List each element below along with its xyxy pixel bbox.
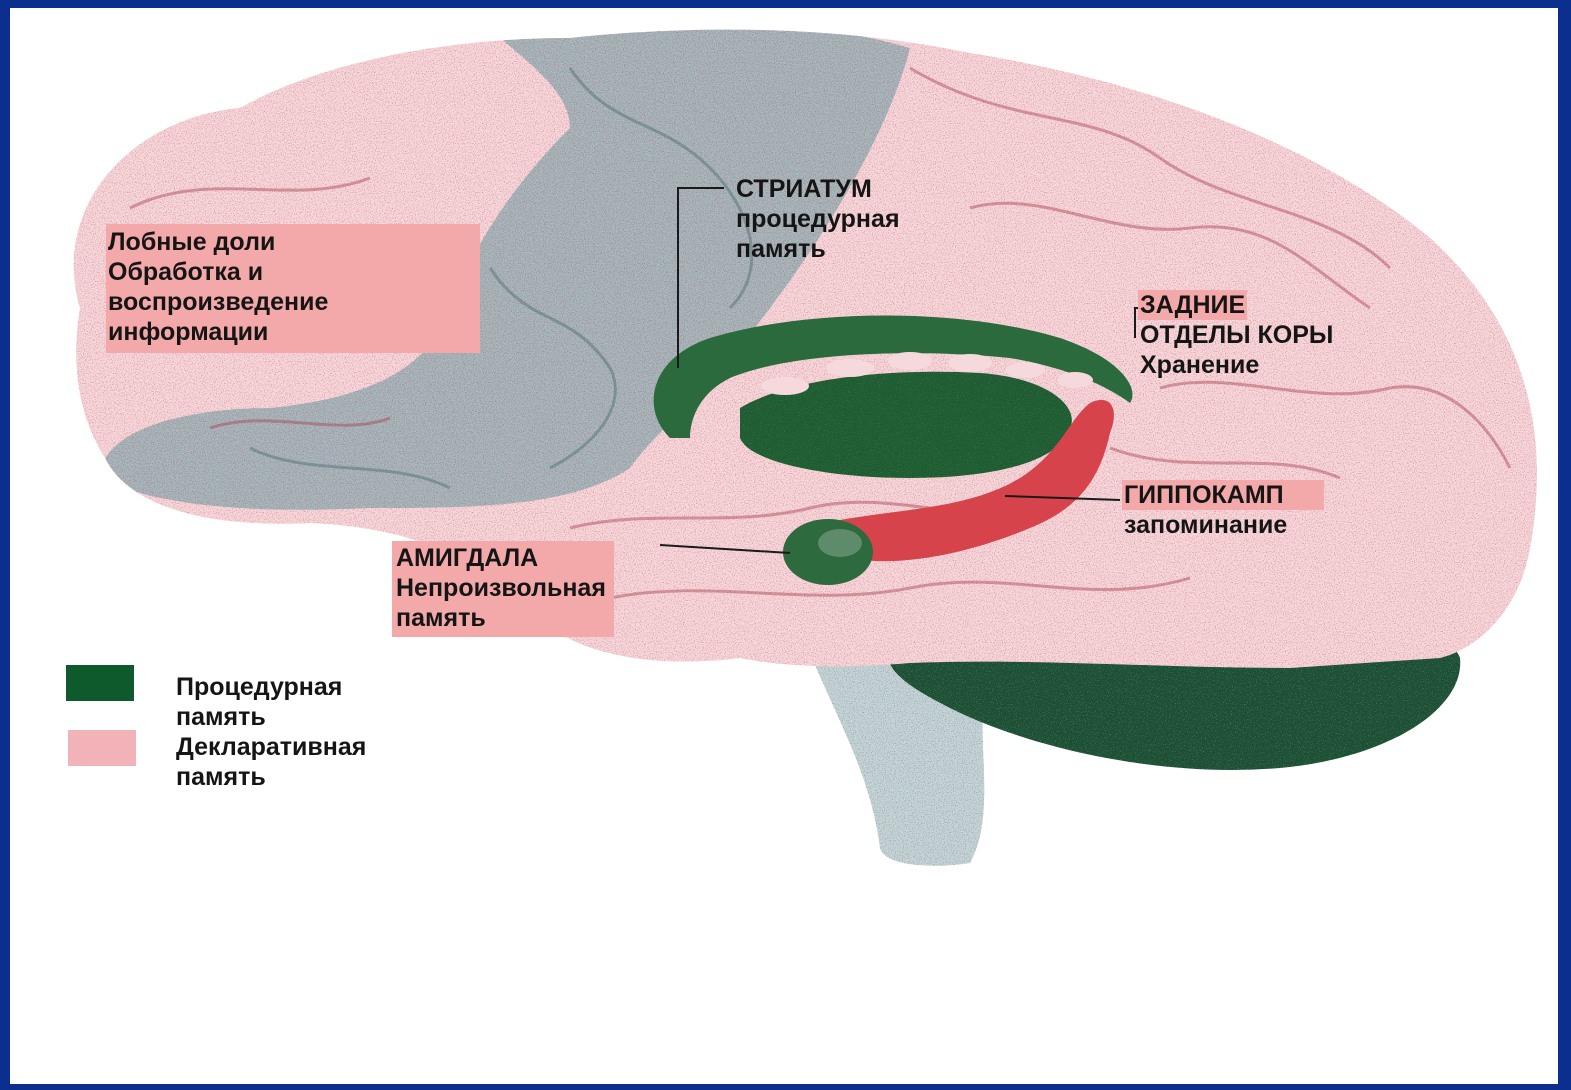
- striatum-label-line-1: СТРИАТУМ: [734, 174, 902, 204]
- amygdala-label: АМИГДАЛА Непроизвольная память: [392, 541, 614, 637]
- frontal-lobe-label: Лобные доли Обработка и воспроизведение …: [106, 224, 480, 353]
- posterior-cortex-label: ЗАДНИЕ ОТДЕЛЫ КОРЫ Хранение: [1138, 290, 1335, 380]
- legend-label-declarative: Декларативная память: [176, 732, 366, 792]
- legend-procedural-line-2: память: [176, 702, 342, 732]
- legend-swatch-declarative: [68, 730, 136, 766]
- striatum-label-line-2: процедурная: [734, 204, 902, 234]
- hippocampus-label: ГИППОКАМП запоминание: [1122, 480, 1324, 540]
- frontal-label-line-3: воспроизведение: [106, 287, 480, 317]
- legend-declarative-line-1: Декларативная: [176, 732, 366, 762]
- amygdala-label-line-3: память: [394, 603, 608, 633]
- brain-illustration: [10, 8, 1558, 1084]
- frontal-label-line-4: информации: [106, 317, 480, 347]
- legend-swatch-procedural: [66, 665, 134, 701]
- posterior-label-line-1: ЗАДНИЕ: [1138, 290, 1247, 320]
- amygdala-label-line-1: АМИГДАЛА: [394, 543, 608, 573]
- legend-label-procedural: Процедурная память: [176, 672, 342, 732]
- striatum-label-line-3: память: [734, 234, 902, 264]
- hippocampus-label-line-1: ГИППОКАМП: [1122, 480, 1324, 510]
- hippocampus-label-line-2: запоминание: [1122, 510, 1324, 540]
- slide-canvas: Лобные доли Обработка и воспроизведение …: [10, 8, 1558, 1084]
- frontal-label-line-2: Обработка и: [106, 257, 480, 287]
- frontal-label-line-1: Лобные доли: [106, 227, 480, 257]
- posterior-label-line-3: Хранение: [1138, 350, 1335, 380]
- amygdala-shape: [783, 519, 873, 585]
- striatum-label: СТРИАТУМ процедурная память: [734, 174, 902, 264]
- amygdala-label-line-2: Непроизвольная: [394, 573, 608, 603]
- legend-procedural-line-1: Процедурная: [176, 672, 342, 702]
- legend-declarative-line-2: память: [176, 762, 366, 792]
- posterior-label-line-2: ОТДЕЛЫ КОРЫ: [1138, 320, 1335, 350]
